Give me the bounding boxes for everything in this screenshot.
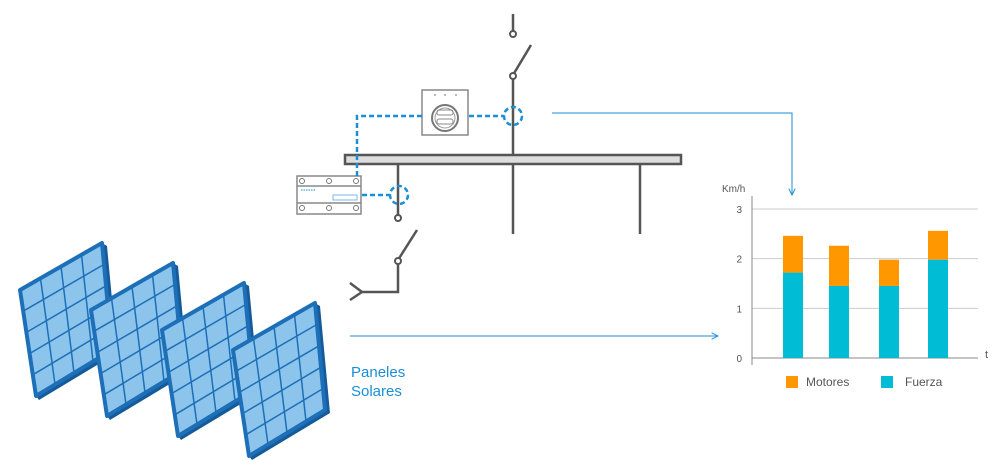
bar-motores <box>829 245 849 286</box>
panel-grid-line <box>245 387 324 436</box>
legend-swatch-motores <box>786 376 798 388</box>
legend-swatch-fuerza <box>881 376 893 388</box>
data-flow-arrows <box>350 112 792 336</box>
panel-face <box>231 301 327 458</box>
y-tick-label: 1 <box>736 304 742 315</box>
panel-grid-line <box>202 306 217 414</box>
panel-grid-line <box>164 303 247 352</box>
bar-motores <box>928 230 948 260</box>
x-axis-label: t <box>985 349 988 361</box>
panel-grid-line <box>293 314 307 422</box>
panel-grid-line <box>93 283 176 332</box>
panel-grid-line <box>168 325 249 374</box>
legend-label-motores: Motores <box>806 375 849 389</box>
bar-motores <box>879 259 899 286</box>
y-tick-label: 2 <box>736 255 742 266</box>
label-line-1: Paneles <box>351 364 406 381</box>
solar-panels <box>18 241 330 460</box>
panel-grid-line <box>22 263 105 312</box>
bar-fuerza <box>879 285 899 358</box>
label-line-2: Solares <box>351 383 402 400</box>
solar-panels-label: Paneles Solares <box>351 363 405 401</box>
network-analyzer <box>296 175 362 215</box>
panel-grid-line <box>110 298 127 405</box>
wiring <box>349 14 642 302</box>
panel-grid-line <box>39 278 56 385</box>
panel-grid-line <box>80 254 94 362</box>
energy-meter <box>421 89 469 136</box>
panel-grid-line <box>273 326 288 434</box>
panel-grid-line <box>60 266 75 374</box>
panel-grid-line <box>181 318 198 425</box>
panel-grid-line <box>26 285 107 334</box>
panel-grid-line <box>239 345 320 394</box>
signal-lines <box>355 105 524 206</box>
panel-grid-line <box>131 286 146 394</box>
panel-grid-line <box>151 274 165 382</box>
y-tick-label: 0 <box>736 354 742 365</box>
solar-panel <box>231 301 330 460</box>
y-tick-label: 3 <box>736 205 742 216</box>
panel-grid-line <box>242 366 322 415</box>
panel-grid-line <box>222 294 236 402</box>
panel-grid-line <box>235 323 318 372</box>
bar-motores <box>783 235 803 273</box>
legend-label-fuerza: Fuerza <box>905 375 943 389</box>
busbar <box>343 153 683 166</box>
bar-fuerza <box>928 259 948 358</box>
y-axis-label: Km/h <box>722 184 745 195</box>
panel-grid-line <box>252 338 269 445</box>
panel-grid-line <box>97 305 178 354</box>
bar-fuerza <box>829 285 849 358</box>
bar-fuerza <box>783 272 803 358</box>
